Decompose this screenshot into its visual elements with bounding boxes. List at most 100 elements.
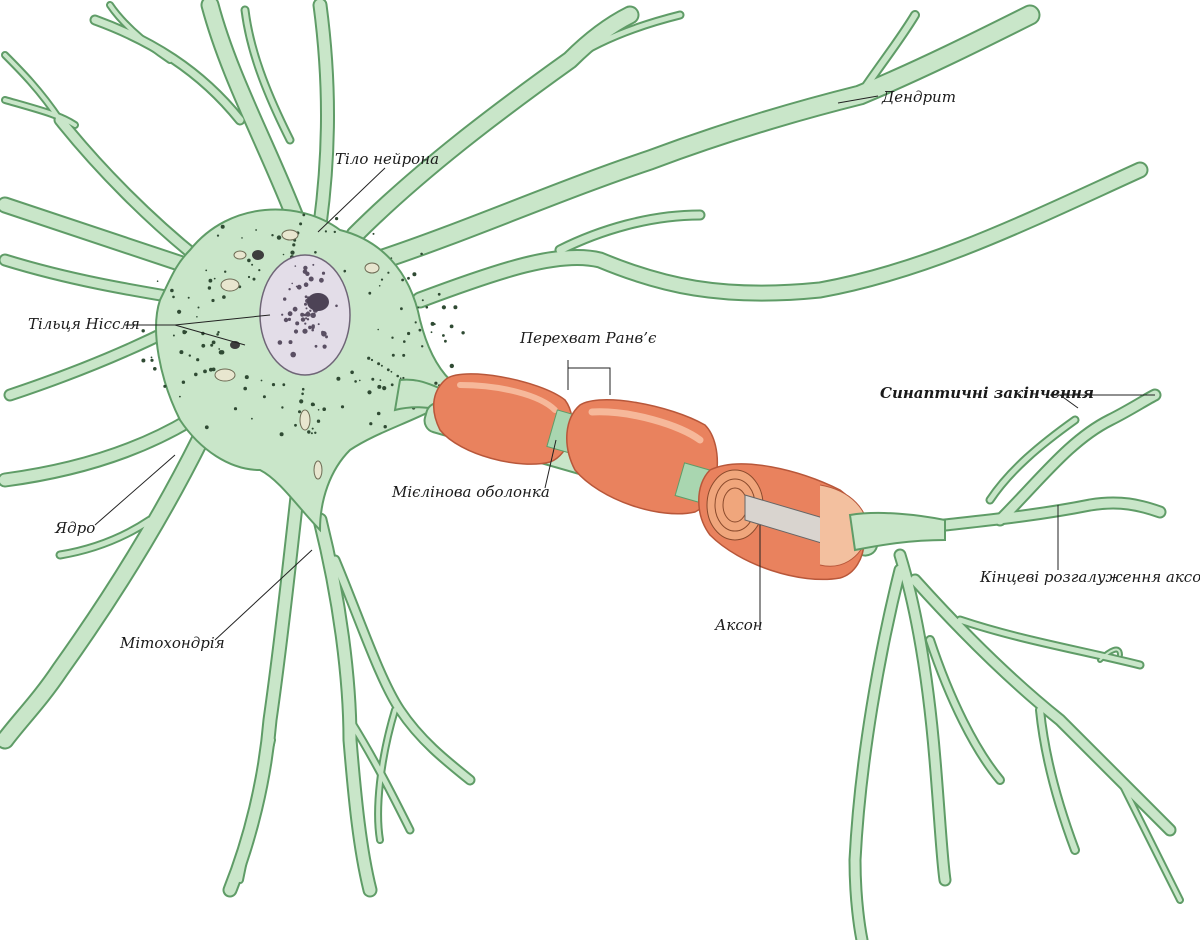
nissl-dot xyxy=(324,230,327,233)
nissl-dot xyxy=(282,383,286,387)
nissl-dot xyxy=(258,269,261,272)
chromatin-speck xyxy=(303,265,308,271)
dendrite-branch-fill xyxy=(242,7,293,143)
dendrite-branch-fill xyxy=(556,211,704,254)
dendrite-branch-fill xyxy=(347,7,638,243)
dendrite-branch xyxy=(411,161,1149,309)
nissl-dot xyxy=(172,334,175,337)
nissl-dot xyxy=(187,296,190,299)
chromatin-speck xyxy=(288,288,291,291)
dendrite-branch-fill xyxy=(57,517,153,558)
nissl-dot xyxy=(314,431,317,434)
nissl-dot xyxy=(271,234,274,237)
nissl-dot xyxy=(378,285,381,287)
nissl-dot xyxy=(196,358,200,362)
nissl-bodies xyxy=(141,213,465,437)
nissl-dot xyxy=(177,309,182,314)
nissl-dot xyxy=(396,374,400,378)
nissl-dot xyxy=(209,367,213,372)
nissl-dot xyxy=(218,348,221,350)
nissl-dot xyxy=(420,252,423,256)
nissl-dot xyxy=(243,386,247,391)
dendrite-branch xyxy=(554,209,706,256)
nissl-dot xyxy=(369,422,373,426)
axon-distal xyxy=(848,511,946,552)
label-synaptic: Синаптичні закінчення xyxy=(880,384,1094,402)
axon xyxy=(393,373,946,581)
nissl-dot xyxy=(247,258,251,263)
chromatin-speck xyxy=(304,295,308,299)
chromatin-speck xyxy=(287,317,291,321)
dendrite-branch-fill xyxy=(3,98,77,127)
nissl-dot xyxy=(417,306,420,309)
nissl-dot xyxy=(453,305,458,310)
chromatin-speck xyxy=(295,321,300,326)
dendrite-branch-fill xyxy=(108,3,172,62)
nissl-dot xyxy=(292,243,296,247)
nissl-dot xyxy=(205,269,208,272)
nissl-dot xyxy=(433,323,436,326)
dendrite-branch-fill xyxy=(0,414,196,486)
nissl-dot xyxy=(150,356,153,359)
cell-body xyxy=(141,208,465,533)
nissl-dot xyxy=(233,407,238,411)
nissl-dot xyxy=(207,286,212,290)
nissl-dot xyxy=(196,316,198,318)
nissl-dot xyxy=(241,237,243,239)
dendrite-branch-fill xyxy=(202,0,308,238)
nissl-dot xyxy=(461,331,465,335)
label-axon: Аксон xyxy=(714,616,763,634)
labels: Дендрит Тіло нейрона Тільця Нісcля Перех… xyxy=(28,88,1200,652)
label-dendrite: Дендрит xyxy=(881,88,956,106)
nissl-dot xyxy=(437,292,441,296)
chromatin-speck xyxy=(321,331,327,337)
nissl-dot xyxy=(376,411,381,416)
chromatin-speck xyxy=(305,307,308,310)
nissl-dot xyxy=(421,299,424,302)
chromatin-speck xyxy=(283,297,287,301)
nissl-dot xyxy=(181,380,186,384)
nissl-dot xyxy=(179,350,184,355)
nissl-dot xyxy=(156,280,159,283)
chromatin-speck xyxy=(322,344,327,349)
dendrite-branch-fill xyxy=(1099,648,1121,661)
dendrite-branch-fill xyxy=(238,738,274,882)
dendrite-branch-fill xyxy=(314,0,333,231)
nissl-dot xyxy=(220,350,225,355)
nissl-dot xyxy=(382,386,387,391)
dendrite-branch-fill xyxy=(987,417,1078,503)
nissl-dot xyxy=(217,331,220,334)
label-terminals: Кінцеві розгалуження аксона xyxy=(979,568,1200,586)
nissl-dot xyxy=(383,425,387,429)
chromatin-speck xyxy=(308,276,314,282)
dendrite-branch-fill xyxy=(927,637,1003,783)
dendrite-branch-fill xyxy=(0,432,208,748)
nissl-dot xyxy=(301,387,305,391)
nissl-dot xyxy=(216,234,220,237)
chromatin-speck xyxy=(308,325,312,330)
nissl-dot xyxy=(317,409,320,411)
nissl-dot xyxy=(407,276,410,280)
nissl-dot xyxy=(163,384,167,388)
nissl-dot xyxy=(279,432,284,437)
dendrite-branch-fill xyxy=(850,565,905,940)
chromatin-speck xyxy=(300,317,306,322)
myelin-segment-3-cutaway xyxy=(698,463,869,581)
nissl-dot xyxy=(377,384,382,389)
nissl-dot xyxy=(170,288,174,293)
nissl-dot xyxy=(371,377,375,381)
chromatin-speck xyxy=(288,340,293,345)
nissl-dot xyxy=(290,250,295,255)
nissl-dot xyxy=(377,362,381,366)
nissl-dot xyxy=(203,369,207,374)
nissl-dot xyxy=(390,257,393,259)
nissl-dot xyxy=(430,321,435,326)
chromatin-speck xyxy=(295,285,298,288)
nissl-dot xyxy=(368,291,372,295)
dendrite-branch-fill xyxy=(567,12,683,63)
nissl-dot xyxy=(307,430,311,434)
nissl-dot xyxy=(390,383,394,387)
nissl-dot xyxy=(197,306,200,309)
nissl-dot xyxy=(281,406,284,409)
chromatin-speck xyxy=(277,340,283,345)
